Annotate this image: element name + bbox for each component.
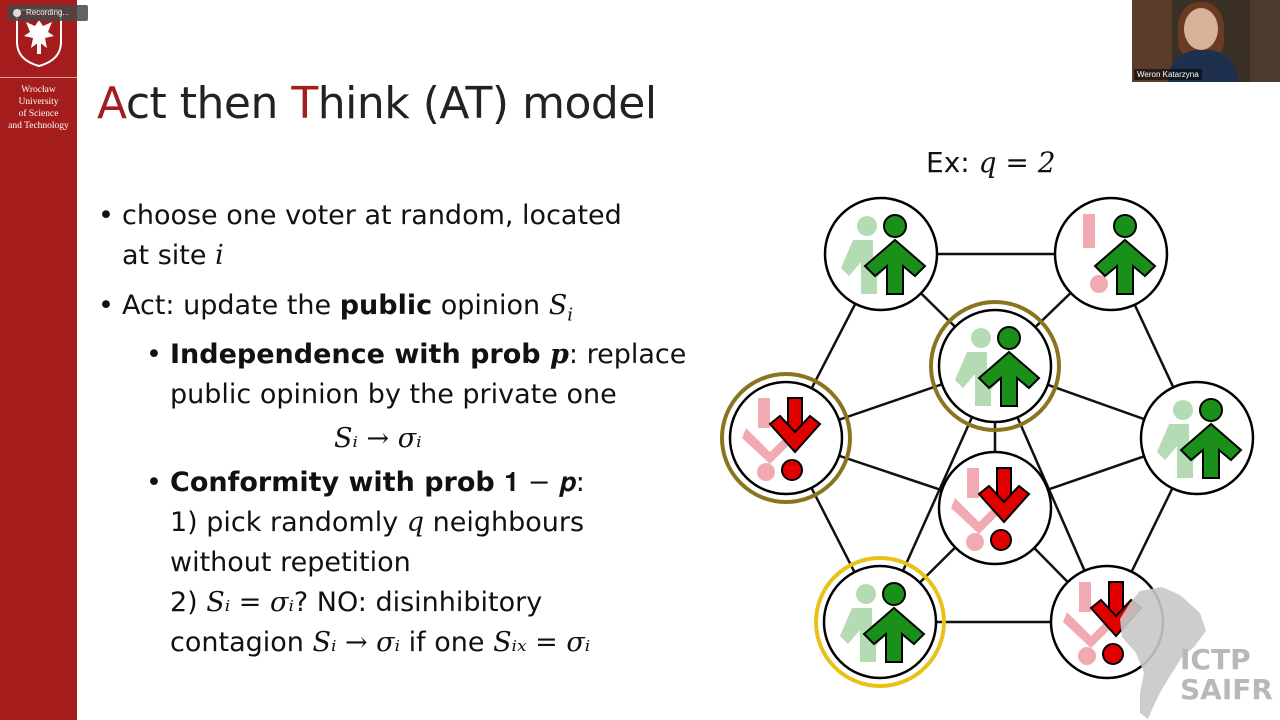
bullet-continuation: public opinion by the private one (170, 379, 617, 411)
speaker-face (1184, 8, 1218, 50)
title-part: hink (AT) model (317, 78, 657, 129)
bullet-conformity: Conformity with prob 𝟏 − 𝒑: (96, 463, 726, 503)
bullet-text: : replace (568, 339, 687, 371)
university-name: Wrocław University of Science and Techno… (0, 84, 77, 132)
math-var: i (215, 240, 224, 271)
bold-text: Independence with prob (170, 339, 550, 371)
node-agree (822, 564, 938, 680)
ictp-saifr-watermark: ICTP SAIFR (1180, 645, 1280, 705)
eagle-crest-icon (16, 9, 62, 68)
webcam-thumbnail[interactable]: Weron Katarzyna (1132, 0, 1280, 82)
math-var: S (548, 290, 568, 321)
record-icon (13, 9, 21, 17)
bullet-text: if one (400, 627, 494, 659)
university-line: University (18, 97, 59, 107)
recording-label: Recording... (26, 8, 70, 17)
math-var: p (550, 339, 569, 371)
step-2: 2) Sᵢ = σᵢ? NO: disinhibitory (96, 583, 726, 623)
example-label: Ex: q = 2 (926, 146, 1056, 179)
title-letter-t: T (291, 78, 318, 129)
example-expr: q = 2 (978, 146, 1056, 179)
bookshelf (1250, 0, 1280, 82)
math-expr: Sᵢ → σᵢ (312, 627, 401, 659)
math-var: q (406, 507, 425, 539)
bullet-text: 1) pick randomly (170, 507, 407, 539)
bullet-text: neighbours (424, 507, 585, 539)
step-1: 1) pick randomly q neighbours (96, 503, 726, 543)
university-line: and Technology (8, 121, 69, 131)
node-target-agree (937, 308, 1053, 424)
recording-indicator[interactable]: Recording... (8, 5, 88, 21)
math-sub: i (567, 304, 573, 326)
bullet-choose-voter: choose one voter at random, located at s… (96, 196, 726, 276)
math-expr: 𝟏 − 𝒑 (504, 467, 576, 499)
bullet-text: contagion (170, 627, 313, 659)
neighbour-highlight-ring (814, 556, 946, 688)
target-highlight-ring (929, 300, 1061, 432)
bullet-text: opinion (432, 290, 549, 321)
bookshelf (1132, 0, 1172, 82)
bullet-text: Act: update the (122, 290, 340, 321)
node-agree (823, 196, 939, 312)
math-expr: Sᵢ = σᵢ (206, 587, 294, 619)
bullet-independence: Independence with prob p: replace (96, 335, 726, 375)
node-disagree (937, 450, 1053, 566)
node-disagree (728, 380, 844, 496)
bullet-text: at site (122, 240, 216, 271)
bold-text: Conformity with prob (170, 467, 505, 499)
step-3: contagion Sᵢ → σᵢ if one Sᵢₓ = σᵢ (96, 623, 726, 663)
slide-body: choose one voter at random, located at s… (96, 196, 726, 663)
bullet-text: ? NO: disinhibitory (293, 587, 543, 619)
bullet-text: : (575, 467, 585, 499)
neighbour-highlight-ring (720, 372, 852, 504)
bullet-text: choose one voter at random, located (122, 200, 622, 231)
watermark-line: ICTP (1180, 643, 1251, 676)
example-prefix: Ex: (926, 146, 979, 179)
bullet-text: 2) (170, 587, 207, 619)
slide-title: Act then Think (AT) model (97, 78, 657, 129)
participant-name: Weron Katarzyna (1134, 69, 1202, 80)
bullet-act: Act: update the public opinion Si (96, 286, 726, 335)
step-1-continuation: without repetition (170, 547, 411, 579)
node-agree (1139, 380, 1255, 496)
university-line: of Science (18, 109, 59, 119)
title-part: ct then (125, 78, 292, 129)
south-america-map-icon (1120, 587, 1206, 719)
university-sidebar (0, 0, 77, 720)
math-expr: Sᵢₓ = σᵢ (493, 627, 591, 659)
bold-text: public (339, 290, 433, 321)
title-letter-a: A (97, 78, 126, 129)
node-mixed (1053, 196, 1169, 312)
university-line: Wrocław (21, 85, 56, 95)
formula-independence: Sᵢ → σᵢ (334, 423, 422, 455)
network-diagram (720, 196, 1255, 688)
watermark-line: SAIFR (1180, 673, 1273, 706)
